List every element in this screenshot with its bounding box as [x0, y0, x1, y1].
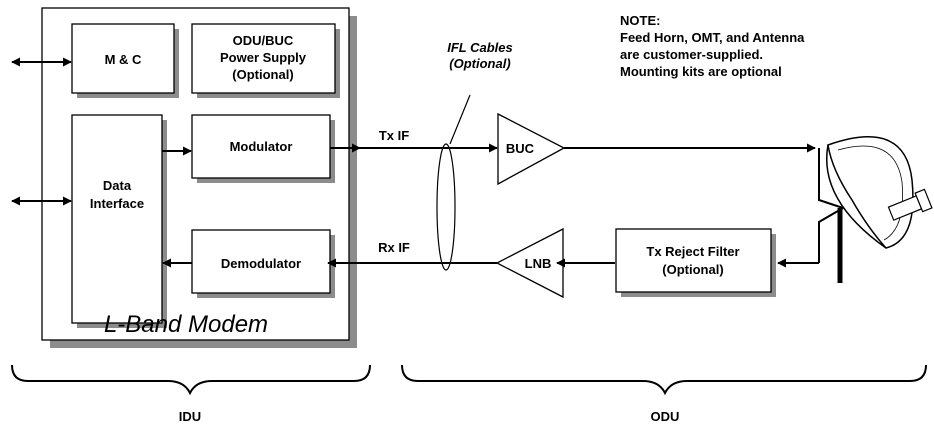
buc-label: BUC [506, 141, 535, 156]
note-line4: Mounting kits are optional [620, 64, 782, 79]
note-line3: are customer-supplied. [620, 47, 763, 62]
tx-reject-filter-box: Tx Reject Filter (Optional) [615, 228, 776, 297]
ifl-label-line2: (Optional) [449, 56, 510, 71]
odu-ps-line2: Power Supply [220, 50, 307, 65]
data-interface-box: Data Interface [71, 114, 167, 328]
filter-line2: (Optional) [662, 262, 723, 277]
buc-amplifier: BUC [497, 112, 566, 186]
tx-if-label: Tx IF [379, 128, 409, 143]
mc-box: M & C [71, 23, 179, 98]
note-block: NOTE: Feed Horn, OMT, and Antenna are cu… [620, 13, 805, 79]
odu-power-supply-box: ODU/BUC Power Supply (Optional) [191, 23, 340, 98]
lnb-label: LNB [525, 256, 552, 271]
odu-label: ODU [651, 409, 680, 424]
note-line2: Feed Horn, OMT, and Antenna [620, 30, 805, 45]
odu-ps-line3: (Optional) [232, 67, 293, 82]
idu-label: IDU [179, 409, 201, 424]
odu-brace [401, 364, 927, 396]
demodulator-box: Demodulator [191, 229, 335, 298]
data-interface-line2: Interface [90, 196, 144, 211]
ifl-cables-ellipse [436, 143, 456, 271]
idu-brace [11, 364, 371, 396]
rx-if-label: Rx IF [378, 240, 410, 255]
demodulator-label: Demodulator [221, 256, 301, 271]
modem-title: L-Band Modem [104, 311, 268, 338]
modulator-box: Modulator [191, 114, 335, 183]
modulator-label: Modulator [230, 139, 293, 154]
data-interface-line1: Data [103, 178, 132, 193]
note-line1: NOTE: [620, 13, 660, 28]
lnb-amplifier: LNB [495, 227, 564, 299]
odu-ps-line1: ODU/BUC [233, 33, 294, 48]
antenna-icon [818, 136, 933, 283]
ifl-label-line1: IFL Cables [447, 40, 513, 55]
ifl-callout-line [449, 94, 471, 145]
mc-label: M & C [105, 52, 142, 67]
filter-line1: Tx Reject Filter [646, 244, 739, 259]
